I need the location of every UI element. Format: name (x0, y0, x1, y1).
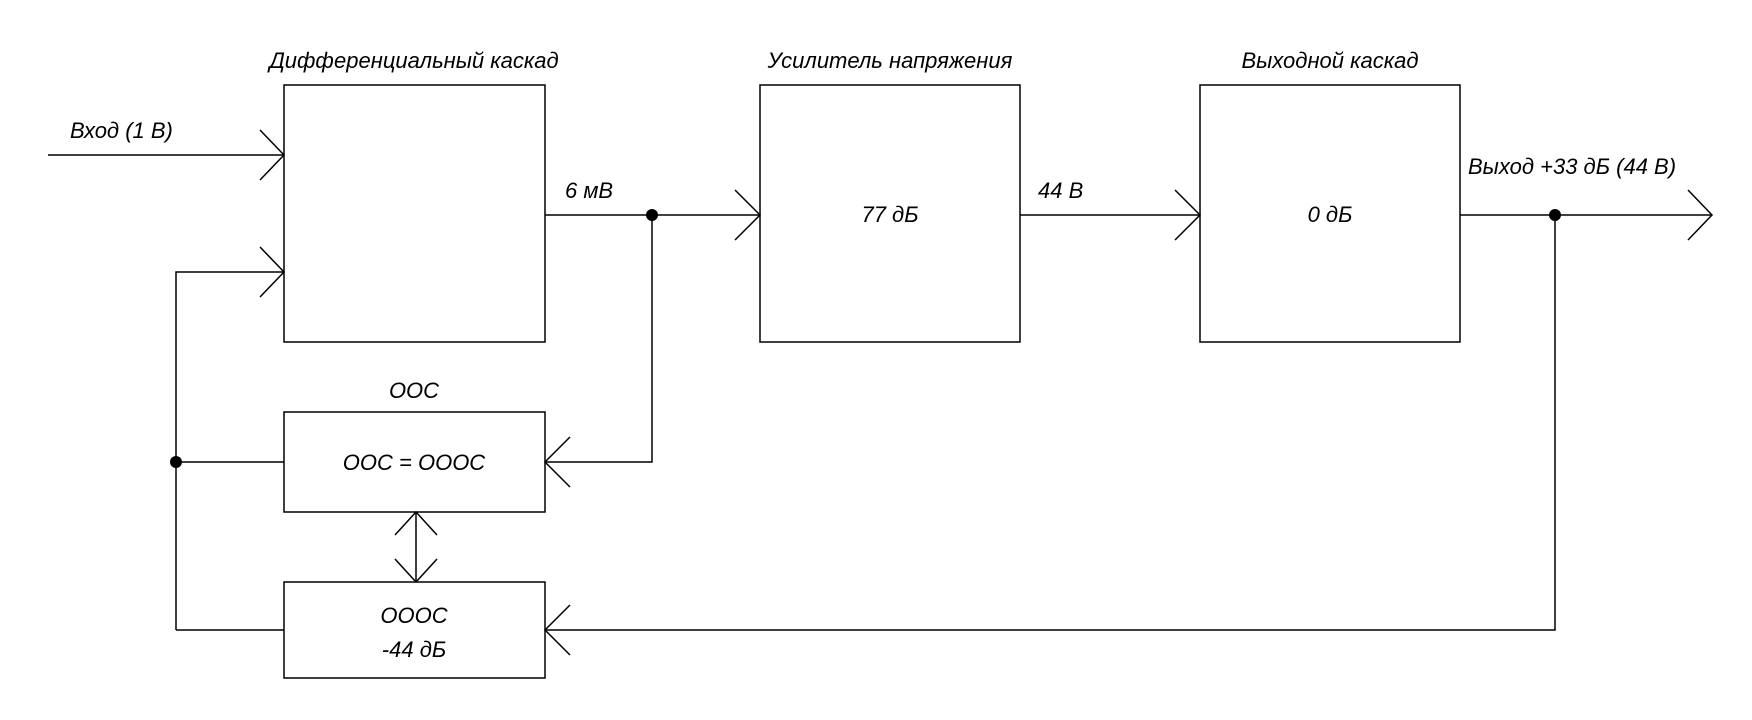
oooc-in-arrow (543, 604, 571, 656)
link-up-arrow (394, 510, 438, 536)
junctions (170, 209, 1561, 468)
ooc-text: ООС = ОООС (343, 450, 486, 475)
voltage-amp-gain: 77 дБ (861, 202, 918, 227)
junction-dot (1549, 209, 1561, 221)
arrowheads (259, 129, 1714, 656)
input-arrow (259, 129, 286, 181)
vamp-in-arrow (734, 189, 762, 241)
labels: Дифференциальный каскад Усилитель напряж… (70, 48, 1676, 662)
junction-dot (646, 209, 658, 221)
output-arrow (1687, 189, 1714, 241)
voltage-amp-block (759, 84, 1021, 343)
output-stage-gain: 0 дБ (1308, 202, 1353, 227)
voltage-amp-title: Усилитель напряжения (767, 48, 1013, 73)
blocks (283, 84, 1461, 679)
output-label: Выход +33 дБ (44 В) (1468, 154, 1676, 179)
oooc-line1: ОООС (380, 603, 447, 628)
diff-out-label: 6 мВ (565, 178, 613, 203)
output-feedback-wire (545, 215, 1556, 631)
ooc-title: ООС (389, 378, 439, 403)
oooc-line2: -44 дБ (382, 637, 446, 662)
diff-stage-block (283, 84, 546, 343)
feedback-to-diff-wire (175, 271, 284, 630)
input-label: Вход (1 В) (70, 118, 173, 143)
diff-stage-title: Дифференциальный каскад (266, 48, 558, 73)
output-stage-block (1199, 84, 1461, 343)
ooc-block (283, 411, 546, 513)
link-down-arrow (394, 558, 438, 584)
output-stage-title: Выходной каскад (1241, 48, 1418, 73)
tap-to-ooc-wire (545, 215, 653, 463)
ooc-in-arrow (543, 436, 571, 488)
feedback-in-arrow (259, 246, 286, 298)
vamp-out-label: 44 В (1038, 178, 1083, 203)
oooc-block (283, 581, 546, 679)
output-stage-in-arrow (1174, 189, 1202, 241)
junction-dot (170, 456, 182, 468)
